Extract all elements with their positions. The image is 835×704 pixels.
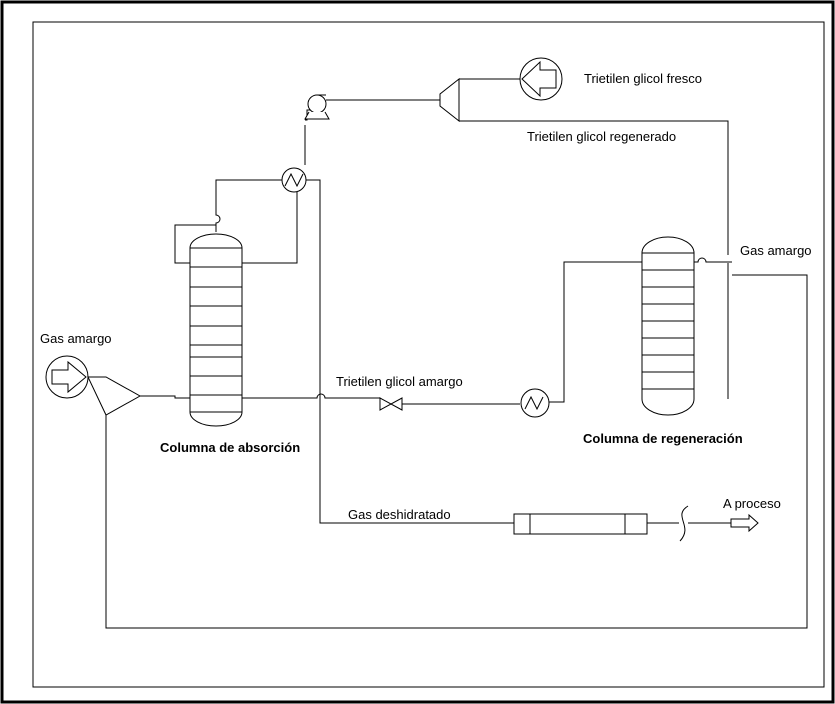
regeneration-column [641,236,695,416]
label-regenerated-glycol: Trietilen glicol regenerado [527,129,676,144]
to-process-arrow-icon [730,513,759,533]
label-rich-glycol: Trietilen glicol amargo [336,374,463,389]
label-regeneration-column: Columna de regeneración [583,431,743,446]
label-to-process: A proceso [723,496,781,511]
label-sour-gas-outlet: Gas amargo [740,243,812,258]
glycol-mixer-icon [439,77,520,123]
inner-frame [32,21,825,688]
process-lines [105,99,808,629]
dehydration-vessel [513,513,648,535]
glycol-pump-icon [304,94,330,120]
label-dehydrated-gas: Gas deshidratado [348,507,451,522]
line-break-icon [679,505,689,542]
inlet-splitter-icon [87,376,142,416]
label-fresh-glycol: Trietilen glicol fresco [584,71,702,86]
label-absorption-column: Columna de absorción [160,440,300,455]
absorption-column [189,233,243,427]
label-sour-gas-inlet: Gas amargo [40,331,112,346]
sour-gas-inlet-icon [45,355,89,399]
control-valve-icon [379,397,403,411]
top-heat-exchanger-icon [281,167,307,193]
lower-heat-exchanger-icon [520,388,550,418]
fresh-glycol-inlet-icon [519,57,563,101]
